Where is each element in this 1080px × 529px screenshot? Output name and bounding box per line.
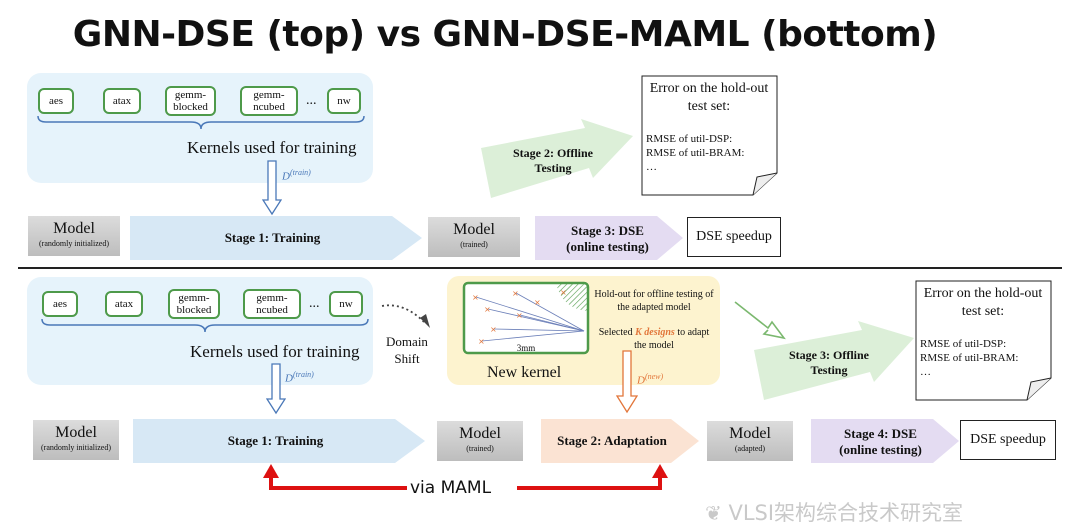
bottom-stage1-arrow xyxy=(133,419,425,463)
top-dtrain-label: D(train) xyxy=(282,168,311,183)
bottom-error-title: Error on the hold-out test set: xyxy=(923,286,1043,319)
bottom-kernel-atax: atax xyxy=(105,291,143,317)
model-label: Model xyxy=(729,425,771,442)
model-sub: (randomly initialized) xyxy=(41,443,111,452)
page-title: GNN-DSE (top) vs GNN-DSE-MAML (bottom) xyxy=(72,14,938,55)
model-sub: (trained) xyxy=(460,240,488,249)
top-stage2-label: Stage 2: Offline Testing xyxy=(513,146,593,175)
via-maml-label: via MAML xyxy=(410,478,492,498)
top-dtrain-arrow xyxy=(262,160,282,216)
top-error-line-1: RMSE of util-DSP: xyxy=(646,133,733,145)
top-error-line-3: … xyxy=(646,161,657,173)
model-sub: (trained) xyxy=(466,444,494,453)
top-kernel-atax: atax xyxy=(103,88,141,114)
scale-label: 3mm xyxy=(516,343,536,353)
dnew-label: D(new) xyxy=(637,372,664,387)
bottom-kernels-label: Kernels used for training xyxy=(190,342,360,361)
bottom-model-trained: Model (trained) xyxy=(437,421,523,461)
bottom-dtrain-arrow xyxy=(266,363,286,415)
bottom-error-line-1: RMSE of util-DSP: xyxy=(920,338,1007,350)
top-dse-speedup: DSE speedup xyxy=(687,217,781,257)
bottom-dtrain-label: D(train) xyxy=(285,370,314,385)
model-label: Model xyxy=(53,220,95,237)
watermark: ❦ VLSI架构综合技术研究室 xyxy=(705,501,964,525)
bottom-stage3-label: Stage 3: Offline Testing xyxy=(789,348,869,377)
model-label: Model xyxy=(55,424,97,441)
bottom-error-line-2: RMSE of util-BRAM: xyxy=(920,352,1019,364)
svg-text:×: × xyxy=(534,298,541,307)
bottom-stage2-arrow xyxy=(541,419,699,463)
svg-text:×: × xyxy=(560,288,567,297)
bottom-stage4-arrow xyxy=(811,419,959,463)
top-model-trained: Model (trained) xyxy=(428,217,520,257)
bottom-stage1-label: Stage 1: Training xyxy=(227,433,324,448)
dnew-arrow xyxy=(616,350,638,414)
top-kernel-gemm-ncubed: gemm- ncubed xyxy=(240,86,298,116)
top-error-box xyxy=(641,75,778,196)
model-sub: (adapted) xyxy=(734,444,766,453)
svg-text:×: × xyxy=(490,325,497,334)
design-space-plot: × × × × × × × × xyxy=(462,281,590,355)
top-error-line-2: RMSE of util-BRAM: xyxy=(646,147,745,159)
top-stage1-arrow xyxy=(130,216,422,260)
bottom-stage3-arrow xyxy=(754,321,914,400)
top-kernel-brace xyxy=(37,115,365,130)
top-stage1-label: Stage 1: Training xyxy=(224,230,321,245)
new-kernel-label: New kernel xyxy=(487,364,562,381)
domain-shift-label: Domain Shift xyxy=(386,334,428,366)
top-kernel-gemm-blocked: gemm- blocked xyxy=(165,86,216,116)
svg-text:×: × xyxy=(512,289,519,298)
svg-text:×: × xyxy=(484,305,491,314)
top-error-title: Error on the hold-out test set: xyxy=(649,81,769,114)
top-stage3-arrow xyxy=(535,216,683,260)
bottom-kernel-gemm-ncubed: gemm- ncubed xyxy=(243,289,301,319)
bottom-error-box xyxy=(915,280,1052,401)
bottom-error-line-3: … xyxy=(920,366,931,378)
top-kernels-label: Kernels used for training xyxy=(187,138,357,157)
bottom-model-adapted: Model (adapted) xyxy=(707,421,793,461)
top-stage2-arrow xyxy=(481,119,633,198)
bottom-kernel-aes: aes xyxy=(42,291,78,317)
top-kernel-aes: aes xyxy=(38,88,74,114)
bottom-model-random: Model (randomly initialized) xyxy=(33,420,119,460)
model-sub: (randomly initialized) xyxy=(39,239,109,248)
bottom-kernel-ellipsis: ... xyxy=(309,296,320,311)
bottom-dse-speedup: DSE speedup xyxy=(960,420,1056,460)
holdout-label: Hold-out for offline testing of the adap… xyxy=(594,289,714,313)
top-stage3-label: Stage 3: DSE (online testing) xyxy=(566,223,649,254)
svg-text:×: × xyxy=(516,311,523,320)
bottom-kernel-brace xyxy=(41,318,369,333)
bottom-kernel-nw: nw xyxy=(329,291,363,317)
via-maml-bracket xyxy=(263,464,668,490)
svg-text:×: × xyxy=(472,293,479,302)
bottom-kernel-gemm-blocked: gemm- blocked xyxy=(168,289,220,319)
top-kernel-nw: nw xyxy=(327,88,361,114)
domain-shift-arrow xyxy=(381,304,430,328)
section-divider xyxy=(18,267,1062,269)
top-kernel-ellipsis: ... xyxy=(306,93,317,108)
bottom-stage4-label: Stage 4: DSE (online testing) xyxy=(839,426,922,457)
svg-text:×: × xyxy=(478,337,485,346)
model-label: Model xyxy=(459,425,501,442)
model-label: Model xyxy=(453,221,495,238)
wechat-icon: ❦ xyxy=(705,501,722,525)
top-model-random: Model (randomly initialized) xyxy=(28,216,120,256)
bottom-stage3-pointer xyxy=(734,301,786,340)
bottom-stage2-label: Stage 2: Adaptation xyxy=(557,433,667,448)
selected-k-label: Selected K designs to adapt the model xyxy=(598,327,710,351)
